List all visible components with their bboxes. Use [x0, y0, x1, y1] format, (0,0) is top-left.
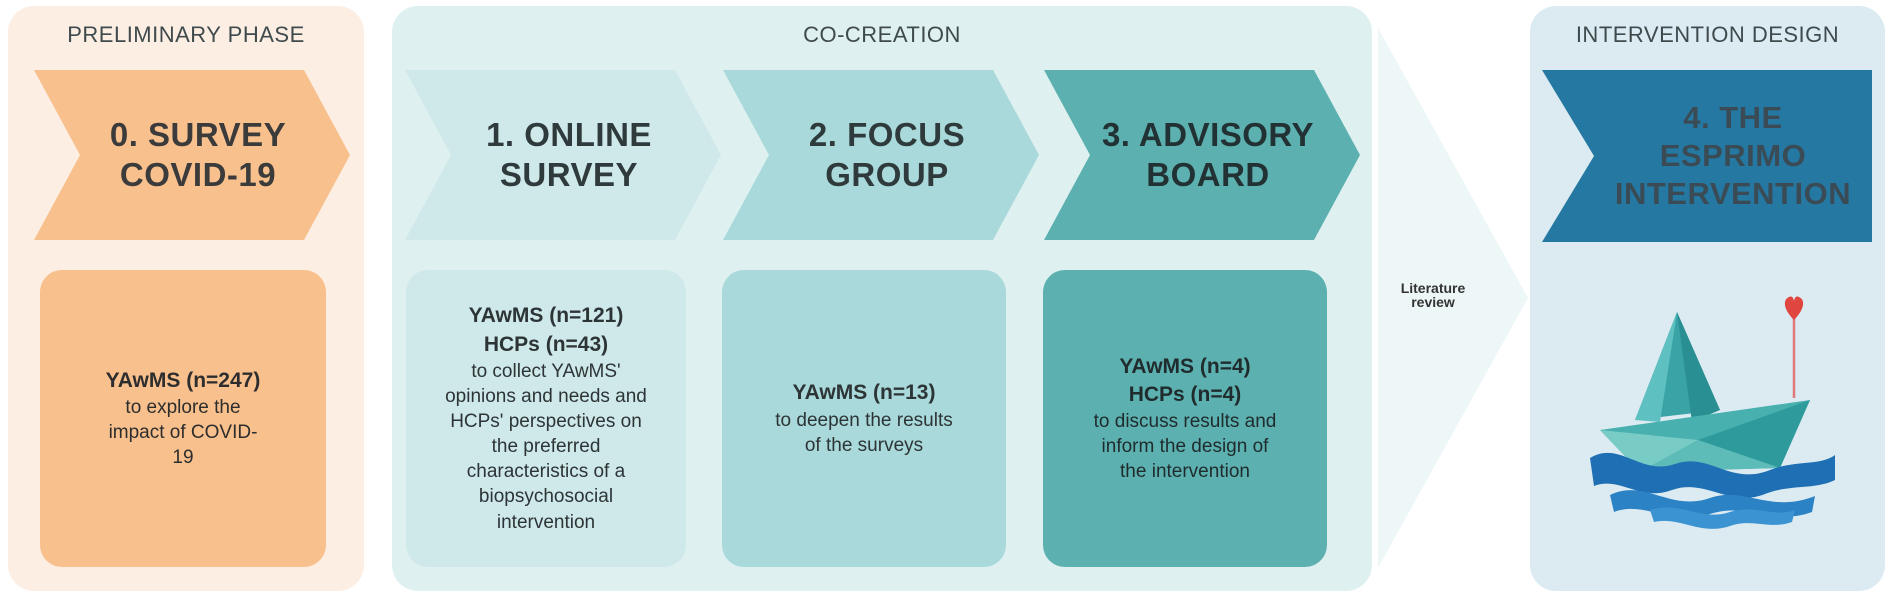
step-3-chevron — [1044, 70, 1360, 240]
step-1-participant-1: HCPs (n=43) — [483, 332, 609, 356]
step-2-box: YAwMS (n=13) to deepen the results of th… — [722, 270, 1006, 567]
step-3-participant-0: YAwMS (n=4) — [1119, 354, 1251, 378]
step-1-box: YAwMS (n=121) HCPs (n=43) to collect YAw… — [406, 270, 686, 567]
intervention-design-title: INTERVENTION DESIGN — [1575, 22, 1840, 47]
step-0-label: 0. SURVEY COVID-19 — [109, 115, 287, 193]
step-1-label: 1. ONLINE SURVEY — [486, 115, 652, 193]
step-3-box: YAwMS (n=4) HCPs (n=4) to discuss result… — [1043, 270, 1327, 567]
step-0-box: YAwMS (n=247) to explore the impact of C… — [40, 270, 326, 567]
step-2-participant-0: YAwMS (n=13) — [792, 381, 936, 405]
step-0-description: to explore the impact of COVID- 19 — [108, 397, 258, 469]
step-0-chevron — [34, 70, 350, 240]
step-1-chevron — [405, 70, 721, 240]
step-2-description: to deepen the results of the surveys — [775, 409, 953, 456]
step-4-label: 4. THE ESPRIMO INTERVENTION — [1614, 100, 1852, 211]
literature-review-label: Literature review — [1400, 280, 1466, 310]
step-3-participant-1: HCPs (n=4) — [1128, 382, 1242, 406]
step-0-participant-0: YAwMS (n=247) — [105, 368, 261, 392]
paper-boat-icon — [1590, 296, 1835, 529]
step-4-banner — [1542, 70, 1872, 242]
step-3-description: to discuss results and inform the design… — [1093, 411, 1277, 483]
step-3-label: 3. ADVISORY BOARD — [1101, 115, 1315, 193]
preliminary-phase-title: PRELIMINARY PHASE — [67, 22, 305, 47]
step-1-description: to collect YAwMS' opinions and needs and… — [445, 361, 647, 533]
step-2-chevron — [723, 70, 1039, 240]
step-1-participant-0: YAwMS (n=121) — [468, 304, 624, 328]
literature-review-arrow — [1378, 28, 1528, 568]
step-2-label: 2. FOCUS GROUP — [808, 115, 966, 193]
cocreation-phase-title: CO-CREATION — [803, 22, 961, 47]
